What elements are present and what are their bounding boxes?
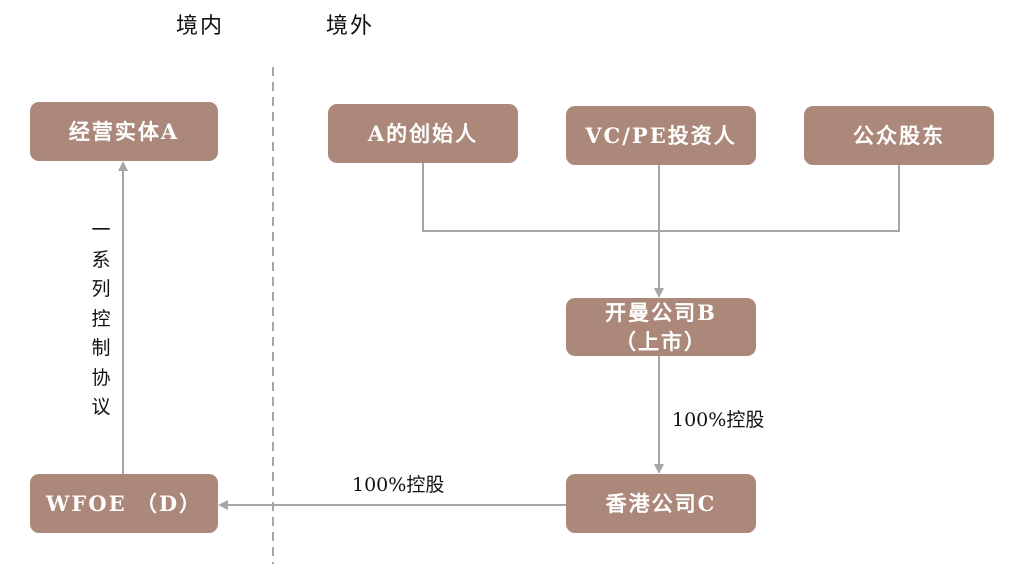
vertical-char: 制 — [91, 337, 111, 359]
vertical-char: 一 — [91, 219, 111, 241]
node-founder: A的创始人 — [328, 104, 518, 163]
edge-label-hk-to-wfoe: 100%控股 — [352, 474, 445, 496]
vertical-char: 议 — [91, 396, 111, 418]
public-connector — [659, 165, 900, 232]
node-label: 经营实体A — [68, 119, 180, 144]
region-label-domestic: 境内 — [176, 14, 225, 39]
node-operating-entity-a: 经营实体A — [30, 102, 218, 161]
vertical-char: 列 — [91, 278, 111, 300]
node-vcpe-investor: VC/PE投资人 — [566, 106, 756, 165]
founder-connector — [422, 163, 659, 232]
node-label: VC/PE投资人 — [585, 123, 737, 148]
node-wfoe-d: WFOE （D） — [30, 474, 218, 533]
node-cayman-company-b: 开曼公司B （上市） — [566, 298, 756, 356]
node-label: 公众股东 — [853, 123, 945, 148]
region-label-overseas: 境外 — [326, 14, 375, 39]
node-label: WFOE （D） — [45, 491, 203, 516]
node-label: 开曼公司B — [605, 300, 717, 325]
vertical-char: 协 — [91, 366, 111, 389]
vertical-char: 系 — [91, 248, 111, 271]
node-public-shareholders: 公众股东 — [804, 106, 994, 165]
edge-label-control-agreements: 一 系 列 控 制 协 议 — [89, 216, 113, 423]
node-label: A的创始人 — [367, 121, 479, 146]
node-label: 香港公司C — [605, 491, 717, 516]
node-sublabel-listed: （上市） — [615, 329, 707, 354]
edge-label-cayman-to-hk: 100%控股 — [672, 409, 765, 431]
vertical-char: 控 — [91, 307, 111, 330]
node-hongkong-company-c: 香港公司C — [566, 474, 756, 533]
